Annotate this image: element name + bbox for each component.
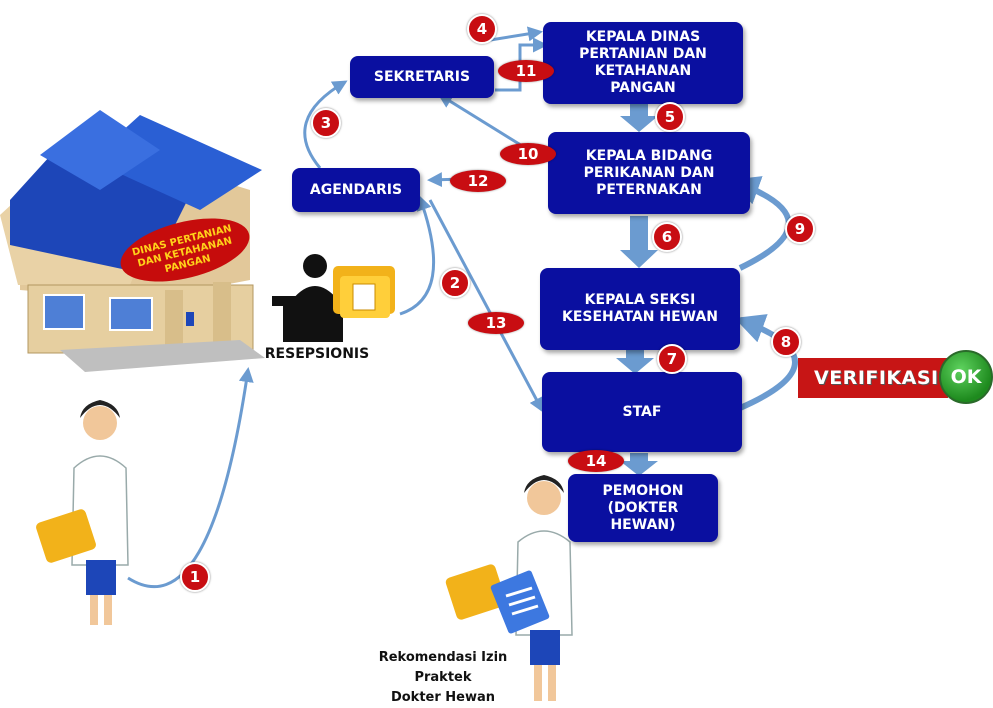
building-sign-oval [120,218,250,282]
node-kepala-bidang: KEPALA BIDANG PERIKANAN DAN PETERNAKAN [548,132,750,214]
node-pemohon: PEMOHON (DOKTER HEWAN) [568,474,718,542]
receptionist-label: RESEPSIONIS [264,346,370,362]
node-staf: STAF [542,372,742,452]
node-kepala-seksi: KEPALA SEKSI KESEHATAN HEWAN [540,268,740,350]
node-agendaris: AGENDARIS [292,168,420,212]
step-badge-3: 3 [311,108,341,138]
step-badge-5: 5 [655,102,685,132]
step-badge-10: 10 [500,143,556,165]
recommendation-caption: Rekomendasi Izin Praktek Dokter Hewan [378,650,508,705]
step-badge-11: 11 [498,60,554,82]
verifikasi-banner: VERIFIKASI [798,358,948,398]
node-sekretaris: SEKRETARIS [350,56,494,98]
step-badge-14: 14 [568,450,624,472]
step-badge-8: 8 [771,327,801,357]
step-badge-1: 1 [180,562,210,592]
node-kepala-dinas: KEPALA DINAS PERTANIAN DAN KETAHANAN PAN… [543,22,743,104]
step-badge-9: 9 [785,214,815,244]
applicant-doctor-icon [36,400,129,625]
step-badge-12: 12 [450,170,506,192]
doctor-with-recommendation-icon [445,475,573,701]
step-badge-6: 6 [652,222,682,252]
step-badge-2: 2 [440,268,470,298]
step-badge-13: 13 [468,312,524,334]
step-badge-4: 4 [467,14,497,44]
down-arrows [616,104,658,476]
step-badge-7: 7 [657,344,687,374]
receptionist-icon [272,254,395,342]
ok-badge: OK [939,350,993,404]
